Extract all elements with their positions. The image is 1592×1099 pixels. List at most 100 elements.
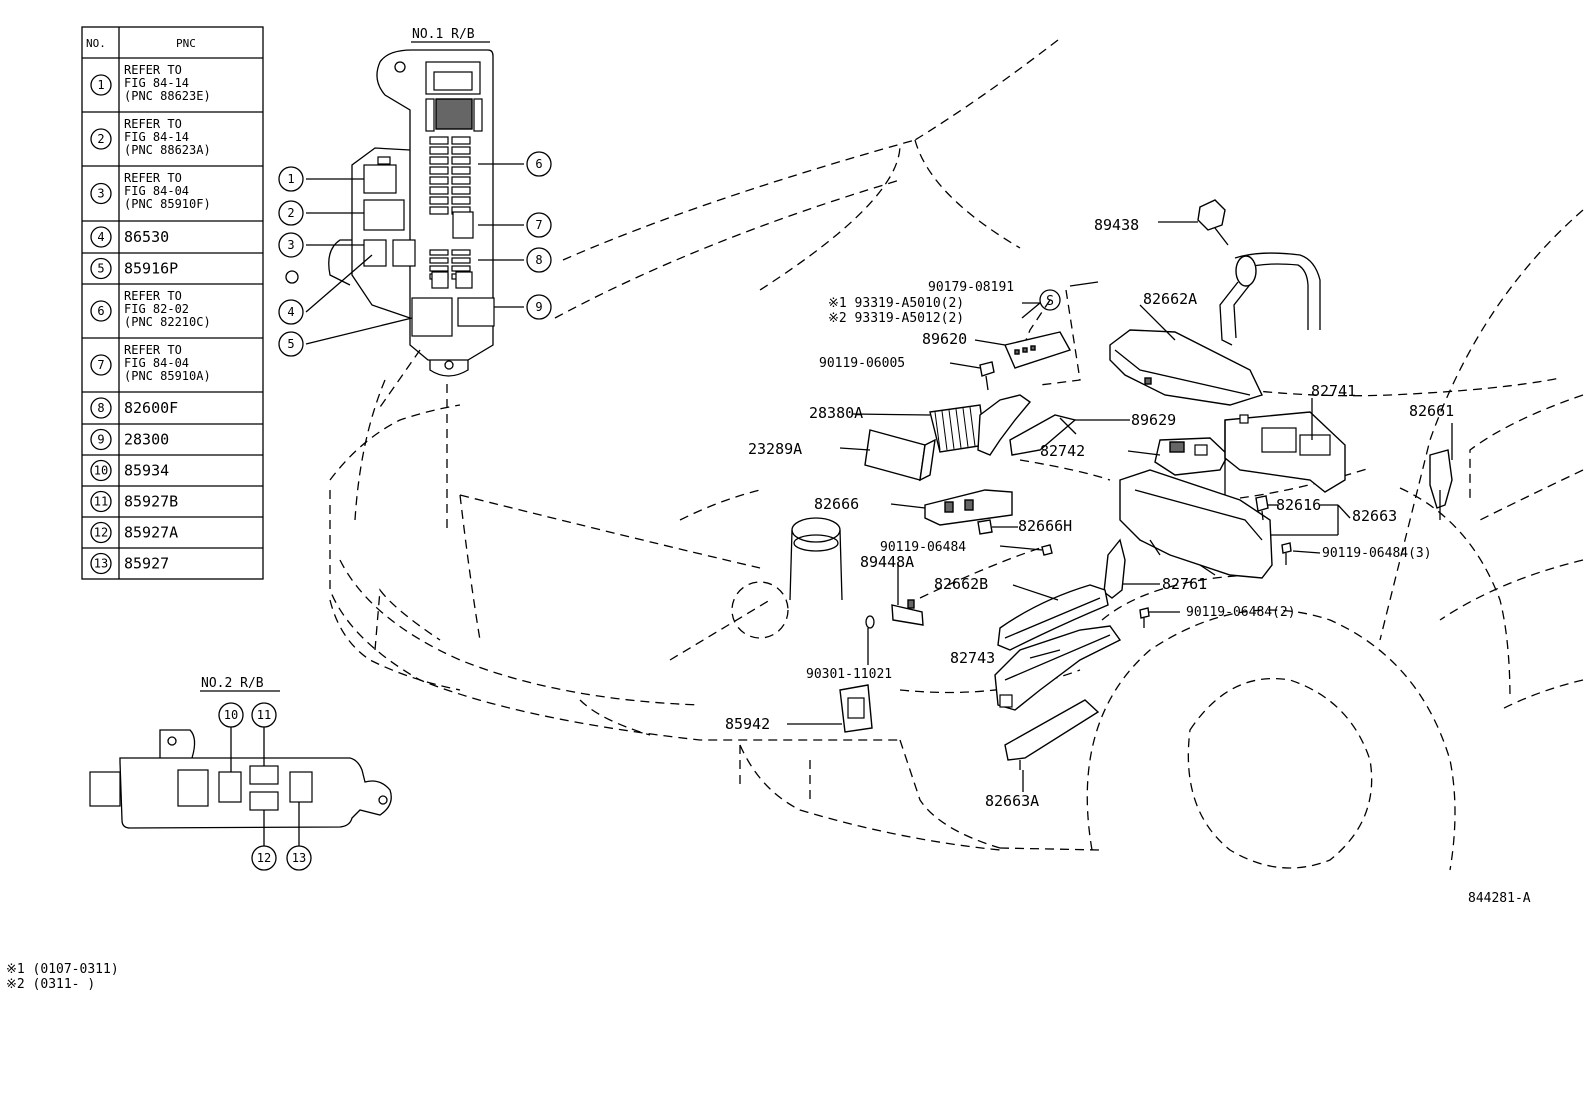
table-row-3-pnc-line: REFER TO	[124, 171, 182, 185]
table-row-5-number-number: 5	[97, 262, 104, 276]
part-label-89448a: 89448A	[860, 553, 914, 571]
s-mark: S	[1046, 294, 1054, 309]
table-row-2-number-number: 2	[97, 132, 104, 146]
table-row-7-pnc-line: (PNC 85910A)	[124, 369, 211, 383]
table-row-9-number-number: 9	[97, 433, 104, 447]
part-label-82743: 82743	[950, 649, 995, 667]
rb1-callout-7-number: 7	[535, 218, 542, 232]
rb1-callout-8: 8	[526, 247, 552, 273]
table-row-11-number-number: 11	[94, 495, 108, 509]
table-row-6-number-number: 6	[97, 304, 104, 318]
part-label-82616: 82616	[1276, 496, 1321, 514]
table-row-10-number-number: 10	[94, 464, 108, 478]
part-label-90119-06484-3: 90119-06484(3)	[1322, 546, 1432, 561]
table-row-10-number: 10	[90, 459, 112, 482]
table-header-pnc: PNC	[176, 37, 196, 50]
table-row-13-pnc-line: 85927	[124, 555, 169, 573]
part-label-82666h: 82666H	[1018, 517, 1072, 535]
part-label-82661: 82661	[1409, 402, 1454, 420]
rb1-callout-4-number: 4	[287, 305, 294, 319]
part-label-89629: 89629	[1131, 411, 1176, 429]
part-label-93319-a5012: ※2 93319-A5012(2)	[828, 311, 964, 326]
rb1-callout-7: 7	[526, 212, 552, 238]
rb2-callout-13: 13	[286, 845, 312, 871]
rb1-callout-2: 2	[278, 200, 304, 226]
table-row-12-number: 12	[90, 521, 112, 544]
rb2-callout-10-number: 10	[224, 708, 238, 722]
rb1-callout-3-number: 3	[287, 238, 294, 252]
part-label-82666: 82666	[814, 495, 859, 513]
rb1-callout-5: 5	[278, 331, 304, 357]
table-row-6-pnc-line: (PNC 82210C)	[124, 315, 211, 329]
table-row-4-number-number: 4	[97, 230, 104, 244]
table-row-9-number: 9	[90, 428, 112, 451]
table-row-3-number-number: 3	[97, 187, 104, 201]
leader-lines	[787, 221, 1453, 792]
parts	[731, 199, 1453, 770]
table-row-3-pnc-line: (PNC 85910F)	[124, 197, 211, 211]
vehicle-outline	[329, 39, 1584, 871]
part-label-90301-11021: 90301-11021	[806, 667, 892, 682]
part-label-82741: 82741	[1311, 382, 1356, 400]
rb1-callout-5-number: 5	[287, 337, 294, 351]
table-row-7-number: 7	[90, 354, 112, 376]
relay-block-1: NO.1 R/B	[278, 27, 552, 530]
part-label-82761: 82761	[1162, 575, 1207, 593]
rb2-callout-11: 11	[251, 702, 277, 728]
part-label-82662a: 82662A	[1143, 290, 1197, 308]
rb1-callout-8-number: 8	[535, 253, 542, 267]
part-label-90119-06484-2: 90119-06484(2)	[1186, 605, 1296, 620]
rb1-callout-6: 6	[526, 151, 552, 177]
table-row-7-pnc-line: REFER TO	[124, 343, 182, 357]
part-label-28380a: 28380A	[809, 404, 863, 422]
part-label-23289a: 23289A	[748, 440, 802, 458]
table-row-7-number-number: 7	[97, 358, 104, 372]
table-row-1-pnc-line: REFER TO	[124, 63, 182, 77]
table-row-2-number: 2	[90, 128, 112, 150]
part-label-90119-06005: 90119-06005	[819, 356, 905, 371]
table-row-6-number: 6	[90, 300, 112, 322]
table-row-10-pnc-line: 85934	[124, 462, 169, 480]
table-row-13-number: 13	[90, 552, 112, 575]
rb2-callout-12-number: 12	[257, 851, 271, 865]
rb2-callout-10: 10	[218, 702, 244, 728]
part-label-89438: 89438	[1094, 216, 1139, 234]
rb1-callout-6-number: 6	[535, 157, 542, 171]
rb2-callout-11-number: 11	[257, 708, 271, 722]
relay-block-1-title: NO.1 R/B	[412, 27, 475, 42]
part-labels: 89438 90179-08191 ※1 93319-A5010(2) ※2 9…	[725, 216, 1454, 810]
rb1-callout-9-number: 9	[535, 300, 542, 314]
table-row-1-pnc-line: FIG 84-14	[124, 76, 189, 90]
table-row-2-pnc-line: (PNC 88623A)	[124, 143, 211, 157]
table-row-5-pnc-line: 85916P	[124, 260, 178, 278]
table-row-1-number: 1	[90, 74, 112, 96]
table-row-4-pnc-line: 86530	[124, 228, 169, 246]
part-label-93319-a5010: ※1 93319-A5010(2)	[828, 296, 964, 311]
figure-id: 844281-A	[1468, 891, 1531, 906]
part-label-90119-06484: 90119-06484	[880, 540, 966, 555]
table-row-12-pnc-line: 85927A	[124, 524, 178, 542]
rb1-callout-9: 9	[526, 294, 552, 320]
part-label-82662b: 82662B	[934, 575, 988, 593]
table-row-9-pnc-line: 28300	[124, 431, 169, 449]
part-label-82742: 82742	[1040, 442, 1085, 460]
table-row-1-number-number: 1	[97, 78, 104, 92]
rb1-callout-4: 4	[278, 299, 304, 325]
rb1-callout-3: 3	[278, 232, 304, 258]
table-row-11-number: 11	[90, 490, 112, 513]
rb1-callout-2-number: 2	[287, 206, 294, 220]
table-row-11-pnc-line: 85927B	[124, 493, 178, 511]
table-row-7-pnc-line: FIG 84-04	[124, 356, 189, 370]
rb2-callout-12: 12	[251, 845, 277, 871]
table-row-8-number-number: 8	[97, 401, 104, 415]
table-row-13-number-number: 13	[94, 557, 108, 571]
table-row-1-pnc-line: (PNC 88623E)	[124, 89, 211, 103]
rb1-callout-1: 1	[278, 166, 304, 192]
footnote-2: ※2 (0311- )	[6, 977, 95, 992]
part-label-85942: 85942	[725, 715, 770, 733]
rb2-callout-13-number: 13	[292, 851, 306, 865]
table-row-8-number: 8	[90, 397, 112, 419]
